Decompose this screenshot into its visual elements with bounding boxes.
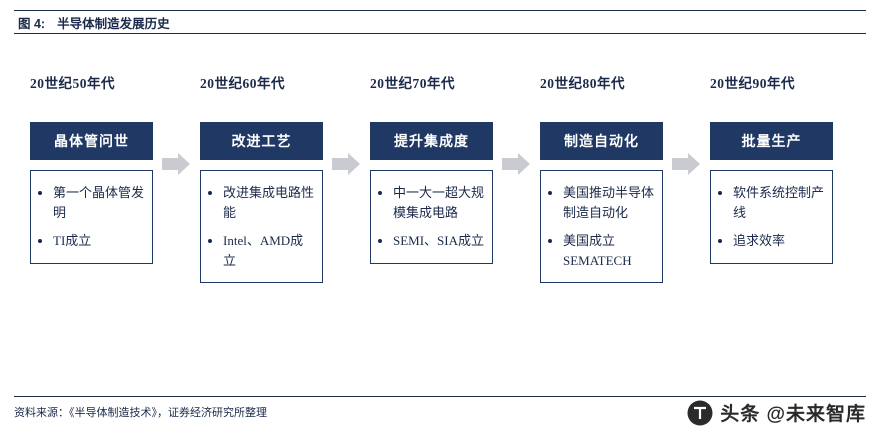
timeline-stage-1: 20世纪50年代 晶体管问世 第一个晶体管发明 TI成立 <box>30 72 168 264</box>
stage-bullet-list: 中一大一超大规模集成电路 SEMI、SIA成立 <box>377 183 486 251</box>
stage-era-label: 20世纪80年代 <box>540 76 625 91</box>
right-arrow-icon <box>672 153 700 175</box>
stage-badge: 提升集成度 <box>370 122 493 160</box>
list-item: 美国推动半导体制造自动化 <box>563 183 656 222</box>
figure-label: 图 4: <box>18 16 46 31</box>
figure-footer: 资料来源：《半导体制造技术》，证券经济研究所整理 <box>14 396 866 421</box>
stage-card: 中一大一超大规模集成电路 SEMI、SIA成立 <box>370 170 493 264</box>
list-item: SEMI、SIA成立 <box>393 231 486 251</box>
timeline-stage-3: 20世纪70年代 提升集成度 中一大一超大规模集成电路 SEMI、SIA成立 <box>370 72 508 264</box>
stage-card: 美国推动半导体制造自动化 美国成立SEMATECH <box>540 170 663 283</box>
source-note: 资料来源：《半导体制造技术》，证券经济研究所整理 <box>14 407 267 419</box>
stage-era-label: 20世纪50年代 <box>30 76 115 91</box>
stage-card: 第一个晶体管发明 TI成立 <box>30 170 153 264</box>
watermark-text: 头条 @未来智库 <box>720 404 866 425</box>
right-arrow-icon <box>162 153 190 175</box>
stage-bullet-list: 第一个晶体管发明 TI成立 <box>37 183 146 251</box>
list-item: 中一大一超大规模集成电路 <box>393 183 486 222</box>
stage-era-label: 20世纪90年代 <box>710 76 795 91</box>
timeline-stage-2: 20世纪60年代 改进工艺 改进集成电路性能 Intel、AMD成立 <box>200 72 338 283</box>
watermark: 头条 @未来智库 <box>687 399 866 426</box>
list-item: 美国成立SEMATECH <box>563 231 656 270</box>
stage-badge: 制造自动化 <box>540 122 663 160</box>
stage-bullet-list: 改进集成电路性能 Intel、AMD成立 <box>207 183 316 270</box>
stage-badge: 批量生产 <box>710 122 833 160</box>
timeline-stage-4: 20世纪80年代 制造自动化 美国推动半导体制造自动化 美国成立SEMATECH <box>540 72 678 283</box>
stage-bullet-list: 软件系统控制产线 追求效率 <box>717 183 826 251</box>
timeline-diagram: 20世纪50年代 晶体管问世 第一个晶体管发明 TI成立 20世纪60年代 改进… <box>14 72 866 392</box>
timeline-stage-5: 20世纪90年代 批量生产 软件系统控制产线 追求效率 <box>710 72 848 264</box>
figure-header: 图 4: 半导体制造发展历史 <box>14 10 866 34</box>
right-arrow-icon <box>502 153 530 175</box>
stage-era-label: 20世纪60年代 <box>200 76 285 91</box>
stage-bullet-list: 美国推动半导体制造自动化 美国成立SEMATECH <box>547 183 656 270</box>
list-item: 追求效率 <box>733 231 826 251</box>
list-item: TI成立 <box>53 231 146 251</box>
toutiao-logo-icon <box>687 400 713 426</box>
stage-card: 改进集成电路性能 Intel、AMD成立 <box>200 170 323 283</box>
list-item: 改进集成电路性能 <box>223 183 316 222</box>
list-item: 第一个晶体管发明 <box>53 183 146 222</box>
stage-badge: 晶体管问世 <box>30 122 153 160</box>
figure-title: 半导体制造发展历史 <box>57 16 170 31</box>
list-item: 软件系统控制产线 <box>733 183 826 222</box>
stage-era-label: 20世纪70年代 <box>370 76 455 91</box>
stage-badge: 改进工艺 <box>200 122 323 160</box>
right-arrow-icon <box>332 153 360 175</box>
stage-card: 软件系统控制产线 追求效率 <box>710 170 833 264</box>
list-item: Intel、AMD成立 <box>223 231 316 270</box>
